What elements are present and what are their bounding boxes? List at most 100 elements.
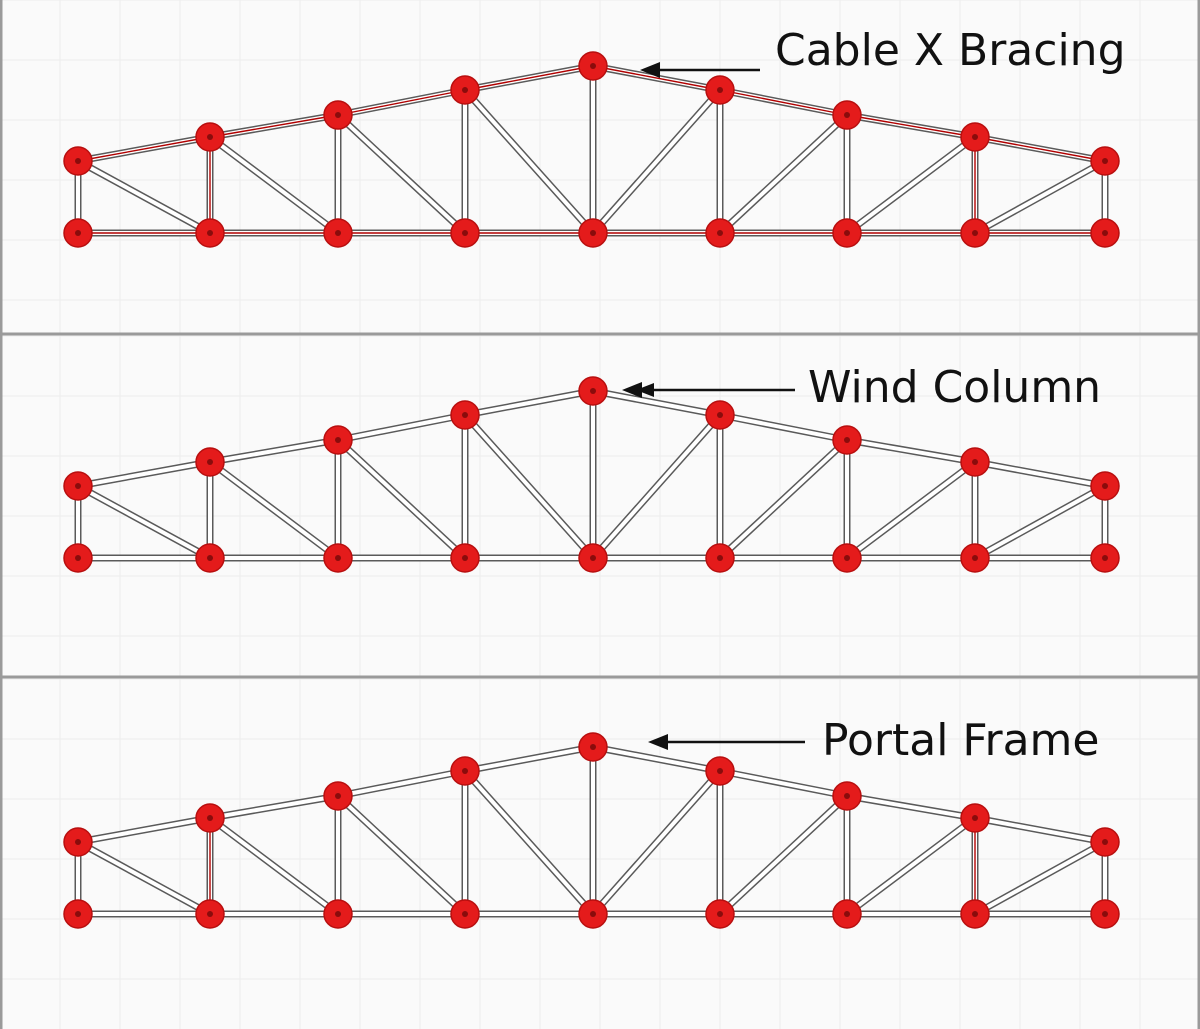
truss-node-center xyxy=(462,911,468,917)
truss-node-center xyxy=(1102,911,1108,917)
truss-node-center xyxy=(462,412,468,418)
truss-node-center xyxy=(462,230,468,236)
truss-node-center xyxy=(462,555,468,561)
truss-cable-x-bracing xyxy=(63,51,1120,248)
truss-node-center xyxy=(844,112,850,118)
truss-member xyxy=(463,88,595,235)
truss-member xyxy=(718,438,849,560)
truss-member xyxy=(208,460,340,560)
truss-member xyxy=(591,745,722,773)
truss-member xyxy=(718,413,849,442)
truss-member xyxy=(973,840,1107,916)
truss-node-center xyxy=(207,459,213,465)
truss-node-center xyxy=(1102,158,1108,164)
truss-member xyxy=(76,484,212,560)
truss-member xyxy=(208,438,340,464)
truss-member xyxy=(591,88,722,235)
callout-label: Wind Column xyxy=(808,362,1101,413)
truss-member xyxy=(718,794,849,916)
callout-label: Cable X Bracing xyxy=(775,25,1126,76)
truss-node-center xyxy=(75,483,81,489)
truss-node-center xyxy=(844,230,850,236)
truss-member xyxy=(591,389,722,417)
truss-node-center xyxy=(972,911,978,917)
truss-node-center xyxy=(75,158,81,164)
truss-node-center xyxy=(972,815,978,821)
truss-member xyxy=(591,413,722,560)
truss-node-center xyxy=(972,134,978,140)
truss-member xyxy=(76,816,212,844)
truss-member xyxy=(845,460,977,560)
truss-member xyxy=(973,816,1107,844)
truss-node-center xyxy=(207,134,213,140)
truss-member xyxy=(845,816,977,916)
truss-member xyxy=(845,438,977,464)
truss-node-center xyxy=(844,793,850,799)
truss-node-center xyxy=(207,815,213,821)
truss-node-center xyxy=(75,555,81,561)
truss-wind-column xyxy=(63,376,1120,573)
arrow-head-icon xyxy=(636,383,654,397)
truss-member xyxy=(973,484,1107,560)
bracing-member xyxy=(846,114,976,138)
truss-node-center xyxy=(844,555,850,561)
truss-node-center xyxy=(717,911,723,917)
truss-node-center xyxy=(207,555,213,561)
truss-node-center xyxy=(462,768,468,774)
truss-node-center xyxy=(207,911,213,917)
truss-member xyxy=(336,113,467,235)
arrow-head-icon xyxy=(622,382,642,398)
truss-member xyxy=(718,769,849,798)
truss-node-center xyxy=(844,911,850,917)
truss-node-center xyxy=(972,555,978,561)
truss-member xyxy=(845,794,977,820)
bracing-member xyxy=(209,114,339,138)
bracing-member xyxy=(77,136,211,162)
grid xyxy=(0,678,1200,1029)
truss-node-center xyxy=(972,230,978,236)
truss-member xyxy=(208,135,340,235)
callout-label: Portal Frame xyxy=(822,715,1100,766)
truss-member xyxy=(76,840,212,916)
truss-member xyxy=(591,769,722,916)
bracing-member xyxy=(974,136,1106,162)
truss-member xyxy=(336,438,467,560)
truss-node-center xyxy=(1102,483,1108,489)
arrow-head-icon xyxy=(648,734,668,750)
truss-node-center xyxy=(335,112,341,118)
arrow-head-icon xyxy=(640,62,660,78)
truss-node-center xyxy=(1102,839,1108,845)
truss-member xyxy=(463,769,595,916)
truss-member xyxy=(973,460,1107,488)
truss-member xyxy=(76,460,212,488)
truss-node-center xyxy=(590,388,596,394)
bracing-member xyxy=(337,89,466,116)
truss-node-center xyxy=(462,87,468,93)
truss-node-center xyxy=(75,230,81,236)
truss-node-center xyxy=(207,230,213,236)
grid xyxy=(0,0,1200,333)
truss-member xyxy=(336,769,467,798)
truss-node-center xyxy=(335,230,341,236)
truss-member xyxy=(208,816,340,916)
truss-node-center xyxy=(717,555,723,561)
truss-node-center xyxy=(1102,230,1108,236)
truss-member xyxy=(208,794,340,820)
truss-node-center xyxy=(972,459,978,465)
truss-member xyxy=(973,159,1107,235)
truss-portal-frame xyxy=(63,732,1120,929)
truss-node-center xyxy=(717,87,723,93)
truss-member xyxy=(463,413,595,560)
truss-member xyxy=(463,745,595,773)
truss-node-center xyxy=(844,437,850,443)
bracing-member xyxy=(464,65,594,91)
truss-member xyxy=(336,413,467,442)
truss-node-center xyxy=(590,555,596,561)
truss-node-center xyxy=(590,744,596,750)
bracing-member xyxy=(592,65,721,91)
truss-member xyxy=(336,794,467,916)
truss-node-center xyxy=(75,839,81,845)
truss-node-center xyxy=(717,230,723,236)
